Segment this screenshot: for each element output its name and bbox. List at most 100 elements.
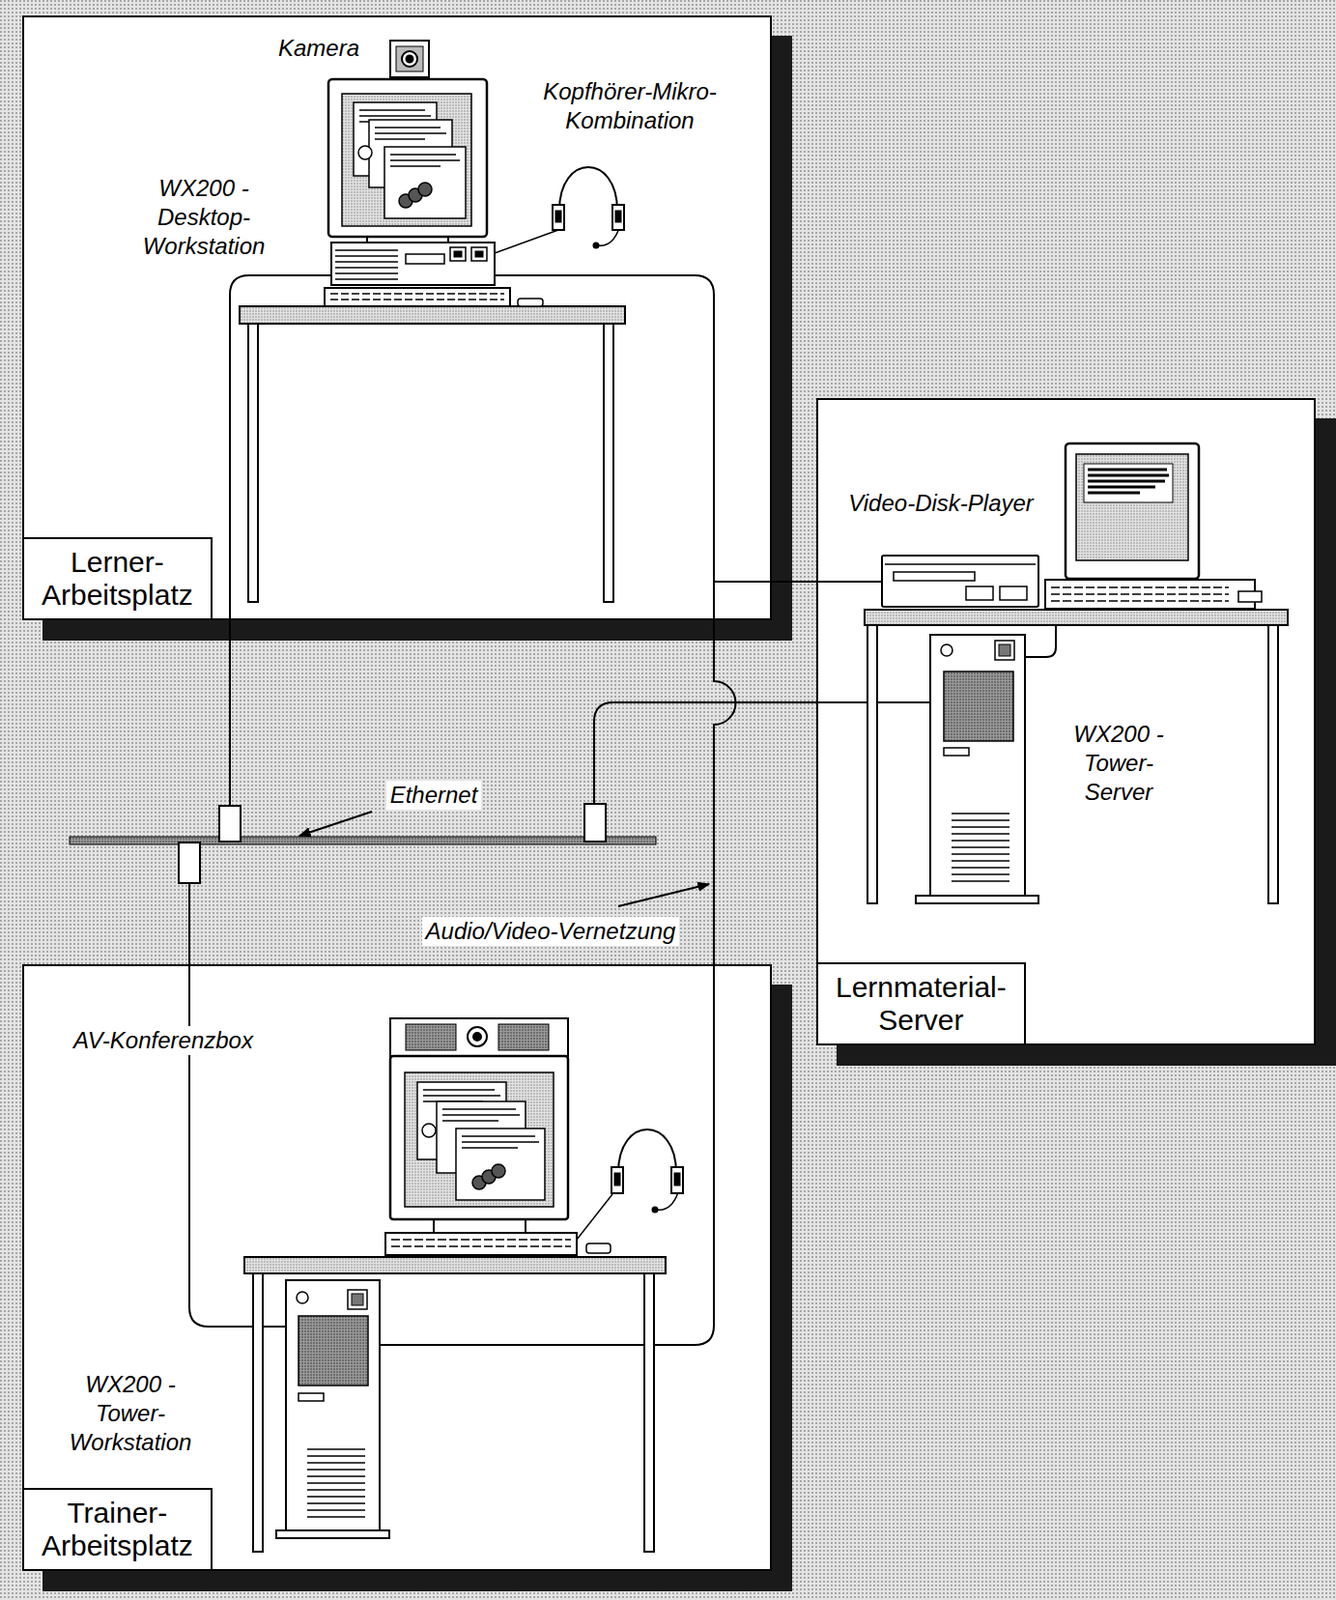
camera — [406, 56, 414, 63]
leader-arrow — [299, 811, 710, 907]
headset — [656, 1192, 679, 1210]
monitor — [328, 79, 487, 237]
desktop-unit — [454, 251, 462, 257]
desk — [1268, 625, 1279, 904]
headset — [614, 1172, 621, 1186]
panel-label-box: Lernmaterial- Server — [816, 962, 1026, 1046]
video-disk-player — [881, 555, 1039, 607]
network-wire — [229, 275, 332, 806]
desk — [864, 609, 1288, 904]
headset — [615, 210, 622, 223]
desk — [864, 609, 1288, 626]
headset — [552, 204, 565, 230]
desktop-unit — [331, 242, 495, 285]
headset — [611, 1166, 624, 1194]
tower-workstation — [347, 1289, 368, 1309]
headset — [555, 210, 562, 223]
tower-workstation — [285, 1279, 380, 1531]
keyboard — [1045, 579, 1262, 609]
av-conference-box — [467, 1026, 487, 1047]
headset — [618, 1129, 677, 1173]
panel-label: Trainer- Arbeitsplatz — [41, 1496, 194, 1563]
headset — [559, 167, 618, 211]
panel-label: Lernmaterial- Server — [835, 970, 1007, 1037]
video-disk-player — [893, 571, 975, 581]
keyboard — [586, 1243, 611, 1253]
av-conference-box — [405, 1023, 456, 1051]
transceiver — [178, 803, 606, 883]
desktop-unit — [335, 250, 398, 280]
headset — [671, 1166, 683, 1194]
headset — [674, 1172, 681, 1186]
monitor — [461, 1136, 540, 1148]
monitor — [1065, 443, 1199, 579]
camera — [396, 46, 424, 72]
monitor — [1087, 469, 1169, 493]
tower-server — [943, 671, 1014, 741]
keyboard — [1051, 587, 1229, 601]
desk — [244, 1256, 666, 1552]
panel-label-box: Lerner- Arbeitsplatz — [22, 537, 213, 621]
tower-workstation — [351, 1293, 364, 1306]
headset — [612, 204, 625, 230]
desk — [603, 323, 614, 602]
network-wire — [594, 702, 931, 804]
headset — [653, 1207, 658, 1213]
transceiver — [219, 805, 241, 842]
monitor — [1065, 443, 1199, 579]
desk — [244, 1256, 666, 1274]
tower-workstation — [298, 1315, 369, 1386]
monitor — [374, 127, 447, 140]
panel-ground — [22, 15, 1316, 1571]
camera — [390, 40, 429, 78]
network-wire — [713, 580, 882, 583]
tower-workstation — [276, 1530, 390, 1538]
device-label: Kamera — [274, 33, 364, 63]
desktop-unit — [331, 242, 495, 285]
keyboard — [517, 298, 543, 307]
keyboard — [324, 287, 511, 307]
av-conference-box — [390, 1018, 569, 1056]
tower-server — [940, 644, 953, 656]
video-disk-player — [999, 586, 1027, 600]
leader-arrow — [299, 811, 372, 836]
monitor — [358, 145, 372, 160]
network-wire — [379, 275, 737, 1345]
desk — [867, 625, 878, 904]
device-label: WX200 - Desktop- Workstation — [132, 173, 276, 261]
camera — [401, 51, 418, 67]
camera — [390, 40, 429, 78]
panel-ground — [816, 397, 1316, 1046]
monitor — [455, 1128, 545, 1200]
desktop-unit — [471, 247, 487, 261]
network-wire — [189, 275, 1056, 1345]
keyboard — [1045, 579, 1255, 609]
headset — [494, 167, 625, 254]
video-disk-player — [881, 555, 1039, 607]
monitor — [1083, 463, 1173, 503]
desktop-unit — [475, 251, 484, 257]
desk — [248, 323, 258, 602]
tower-workstation — [298, 1392, 324, 1401]
desk — [239, 306, 626, 324]
av-conference-box — [473, 1032, 482, 1041]
monitor — [422, 1123, 436, 1138]
workplace-panel: Trainer- Arbeitsplatz — [22, 964, 772, 1571]
device-label: Video-Disk-Player — [844, 488, 1038, 518]
network-wire — [1024, 625, 1056, 657]
monitor — [442, 1108, 520, 1121]
keyboard — [324, 287, 543, 307]
av-conference-box — [390, 1018, 569, 1056]
keyboard — [1238, 591, 1262, 602]
desk — [239, 306, 626, 602]
desk — [253, 1273, 263, 1552]
tower-server — [943, 747, 969, 756]
headset — [494, 229, 559, 254]
monitor — [423, 1089, 501, 1102]
desktop-unit — [405, 254, 445, 264]
tower-workstation — [307, 1449, 366, 1517]
tower-server — [951, 813, 1010, 882]
tower-workstation — [276, 1279, 390, 1538]
tower-server — [915, 634, 1039, 904]
